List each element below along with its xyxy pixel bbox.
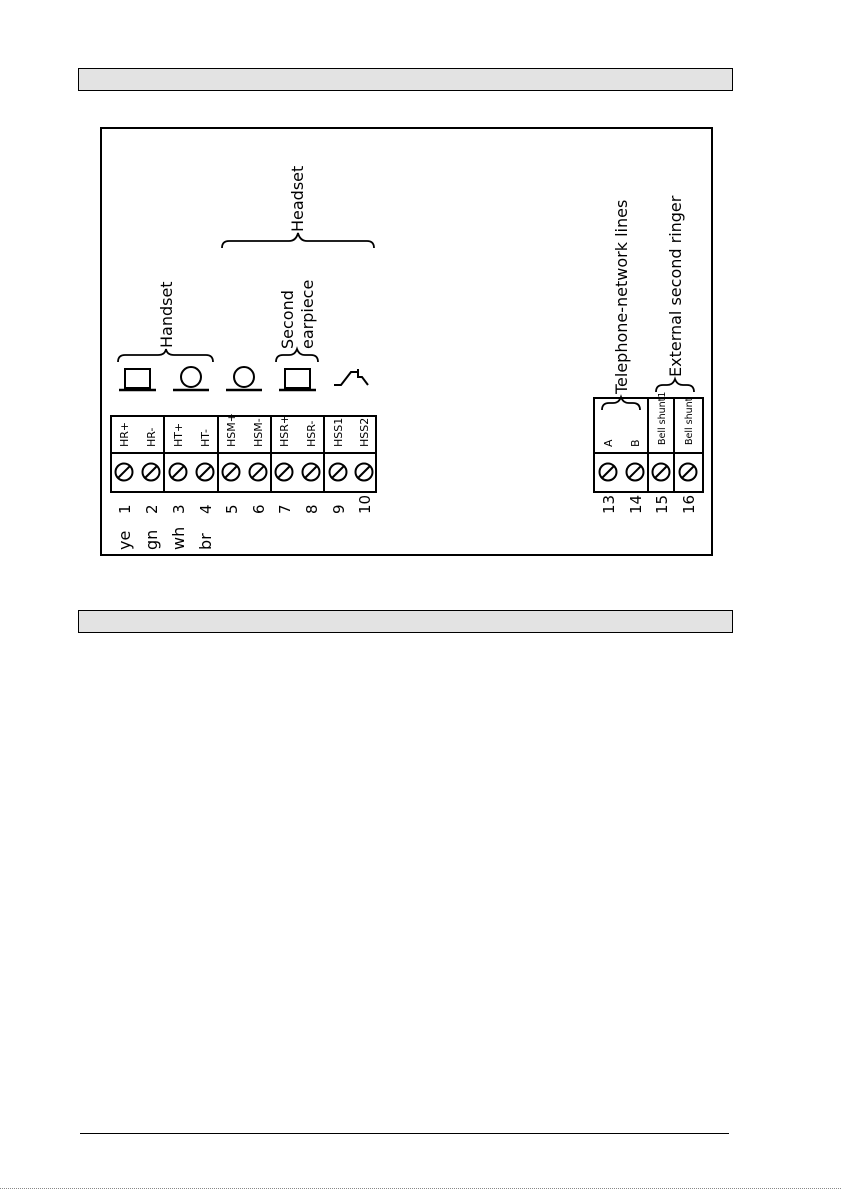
- terminal-number: 4: [197, 504, 215, 514]
- second-earpiece-label-line2: earpiece: [298, 280, 317, 349]
- terminal-number: 3: [170, 504, 188, 514]
- terminal-signal-label: HR-: [145, 428, 158, 447]
- terminal-signal-label: HT+: [172, 423, 185, 447]
- terminal-screw: [627, 464, 644, 481]
- hook-switch-icon: [334, 369, 368, 385]
- terminal-signal-label: HSR-: [305, 421, 318, 447]
- terminal-signal-label: HSM+: [225, 413, 238, 447]
- external-ringer-label: External second ringer: [666, 195, 685, 377]
- terminal-screw: [223, 464, 240, 481]
- wire-color-label: gn: [142, 530, 161, 550]
- wire-color-label: ye: [115, 531, 134, 550]
- microphone-icon: [226, 367, 262, 390]
- terminal-number: 10: [356, 495, 374, 514]
- terminal-screw: [170, 464, 187, 481]
- handset-label: Handset: [157, 281, 176, 348]
- terminal-signal-label: HSR+: [278, 415, 291, 447]
- terminal-screw: [276, 464, 293, 481]
- headset-label: Headset: [288, 166, 307, 232]
- terminal-number: 15: [653, 495, 671, 514]
- terminal-number: 6: [250, 504, 268, 514]
- terminal-screw: [356, 464, 373, 481]
- terminal-screw: [250, 464, 267, 481]
- terminal-signal-label: HSS2: [358, 418, 371, 447]
- earpiece-icon: [279, 369, 316, 390]
- headset-brace: [222, 233, 374, 248]
- terminal-signal-label: HSM-: [252, 418, 265, 447]
- terminal-number: 14: [627, 495, 645, 514]
- terminal-screw: [303, 464, 320, 481]
- terminal-signal-label: B: [629, 439, 642, 447]
- terminal-screw: [653, 464, 670, 481]
- external-ringer-brace: [656, 379, 694, 392]
- terminal-screw: [197, 464, 214, 481]
- terminal-screw: [143, 464, 160, 481]
- terminal-screw: [116, 464, 133, 481]
- terminal-signal-label: A: [602, 439, 615, 447]
- wire-color-label: br: [196, 533, 215, 550]
- terminal-signal-label: HT-: [199, 429, 212, 447]
- terminal-number: 5: [223, 504, 241, 514]
- terminal-screw: [330, 464, 347, 481]
- terminal-number: 9: [330, 504, 348, 514]
- second-earpiece-brace: [276, 349, 318, 362]
- terminal-number: 13: [600, 495, 618, 514]
- terminal-number: 16: [680, 495, 698, 514]
- terminal-signal-label: Bell shunt1: [657, 392, 668, 445]
- wire-color-label: wh: [169, 527, 188, 550]
- telephone-lines-label: Telephone-network lines: [612, 200, 631, 395]
- terminal-number: 7: [276, 504, 294, 514]
- handset-brace: [118, 349, 213, 362]
- terminal-signal-label: HSS1: [332, 418, 345, 447]
- microphone-icon: [173, 367, 209, 390]
- terminal-screw: [680, 464, 697, 481]
- terminal-number: 1: [116, 504, 134, 514]
- terminal-number: 2: [143, 504, 161, 514]
- terminal-signal-label: Bell shunt: [684, 397, 695, 445]
- earpiece-icon: [119, 369, 156, 390]
- second-earpiece-label-line1: Second: [278, 290, 297, 349]
- terminal-screw: [600, 464, 617, 481]
- terminal-signal-label: HR+: [118, 422, 131, 447]
- terminal-number: 8: [303, 504, 321, 514]
